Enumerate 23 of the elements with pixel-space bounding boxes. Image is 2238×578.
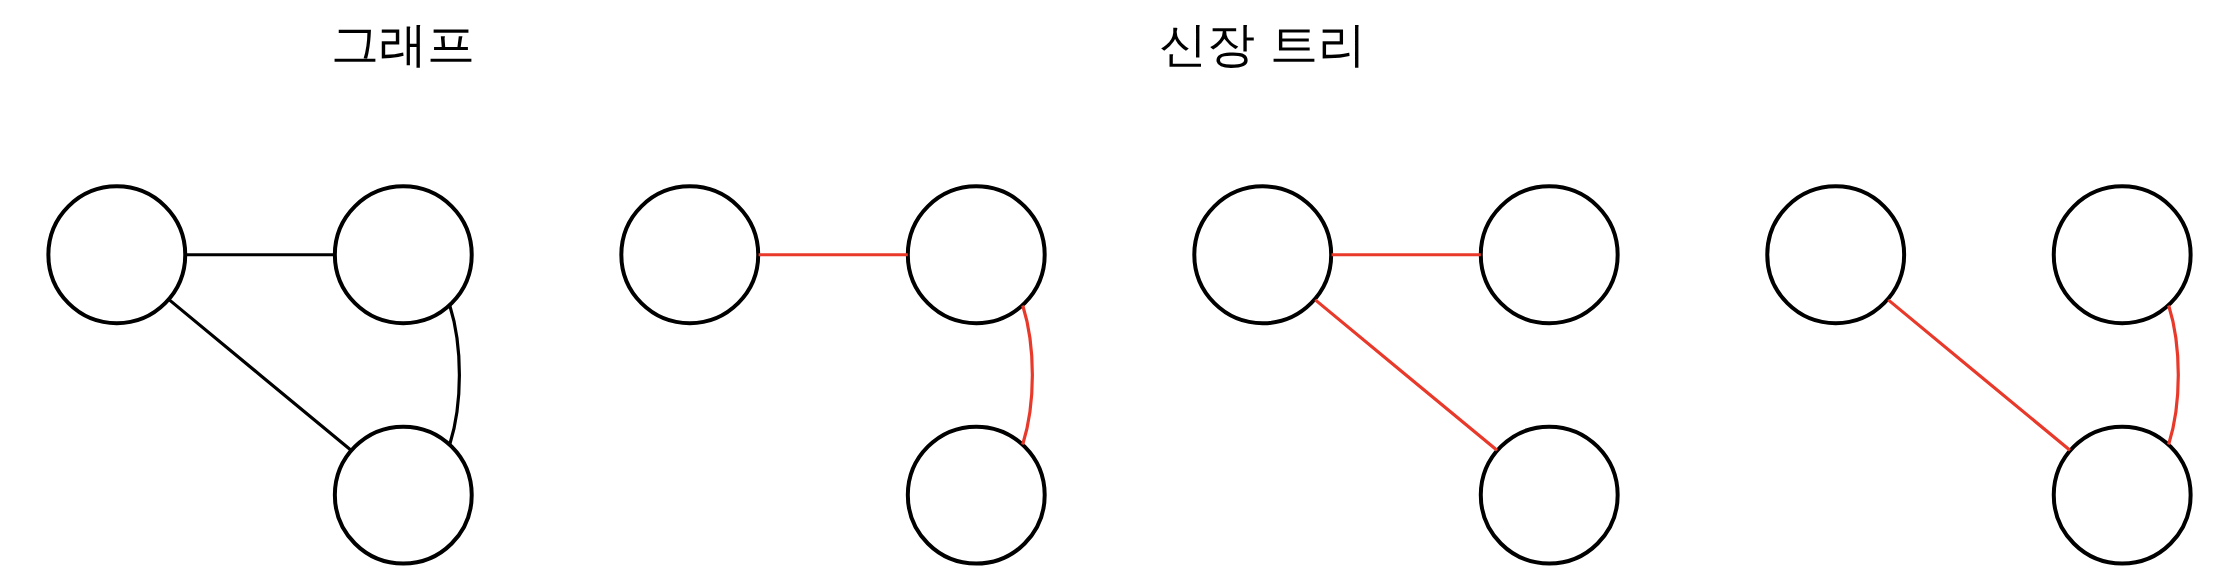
connector — [758, 253, 908, 257]
node-circle — [2051, 184, 2193, 326]
node-circle — [1191, 184, 1333, 326]
node-circle — [1764, 184, 1906, 326]
connector — [185, 253, 335, 257]
connector — [2166, 305, 2180, 445]
connector — [447, 305, 461, 445]
connector — [167, 298, 352, 452]
node-circle — [45, 184, 187, 326]
connector — [1331, 253, 1481, 257]
node-circle — [905, 184, 1047, 326]
connector — [1020, 305, 1034, 445]
node-circle — [332, 184, 474, 326]
node-circle — [2051, 424, 2193, 566]
connector — [1886, 298, 2071, 452]
node-circle — [1478, 424, 1620, 566]
label: 그래프 — [330, 16, 475, 72]
connector — [1313, 298, 1498, 452]
label: 신장 트리 — [1158, 16, 1366, 72]
node-circle — [332, 424, 474, 566]
node-circle — [618, 184, 760, 326]
node-circle — [905, 424, 1047, 566]
node-circle — [1478, 184, 1620, 326]
